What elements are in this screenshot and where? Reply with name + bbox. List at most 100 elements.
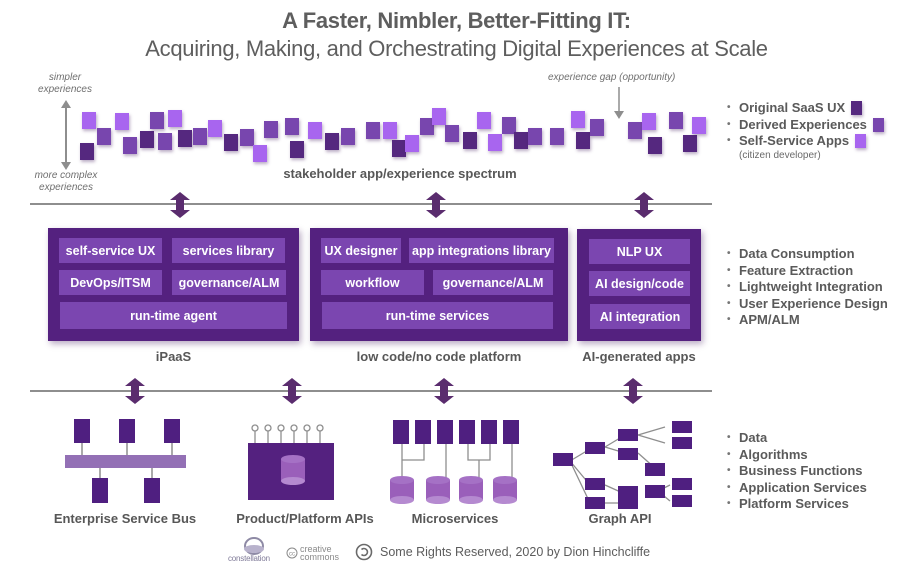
legend-label: Algorithms — [739, 446, 808, 462]
legend-item: •Platform Services — [727, 496, 849, 511]
legend-label: Business Functions — [739, 463, 863, 478]
graph-api-label: Graph API — [588, 511, 652, 526]
chip-self-service-ux: self-service UX — [59, 238, 162, 263]
experience-square-derived — [150, 112, 164, 129]
legend-item-self-service: •Self-Service Apps — [727, 133, 884, 150]
legend-foundation-types: •Data •Algorithms •Business Functions •A… — [727, 430, 867, 513]
cc-line1: creative — [300, 544, 332, 554]
experience-square-derived — [445, 125, 459, 142]
experience-square-original — [683, 135, 697, 152]
legend-label: User Experience Design — [739, 295, 888, 311]
legend-label: Feature Extraction — [739, 262, 854, 278]
experience-square-original — [140, 131, 154, 148]
enterprise-service-bus-label: Enterprise Service Bus — [53, 511, 197, 526]
experience-square-original — [290, 141, 304, 158]
legend-item: •Algorithms — [727, 446, 808, 462]
experience-square-original — [80, 143, 94, 160]
cc-icon: cc — [286, 547, 298, 559]
simpler-experiences-label: simpler experiences — [20, 72, 110, 96]
legend-item-original: •Original SaaS UX — [727, 100, 884, 117]
ai-generated-apps-panel: NLP UX AI design/code AI integration — [577, 229, 701, 341]
experience-square-derived — [550, 128, 564, 145]
axis-bottom-line1: more complex — [34, 170, 98, 181]
bidirectional-arrow-icon — [125, 378, 145, 404]
legend-label: Platform Services — [739, 496, 849, 511]
experience-square-derived — [341, 128, 355, 145]
bidirectional-arrow-icon — [634, 192, 654, 218]
svg-text:cc: cc — [289, 552, 295, 558]
experience-square-self-service — [308, 122, 322, 139]
vertical-double-arrow-icon — [61, 100, 71, 170]
bidirectional-arrow-icon — [282, 378, 302, 404]
chip-governance-alm: governance/ALM — [172, 270, 286, 295]
chip-run-time-services: run-time services — [322, 302, 553, 329]
experience-square-derived — [628, 122, 642, 139]
legend-swatch-derived — [872, 117, 884, 132]
experience-square-self-service — [642, 113, 656, 130]
legend-platform-capabilities: •Data Consumption •Feature Extraction •L… — [727, 246, 888, 329]
ai-generated-apps-label: AI-generated apps — [582, 349, 696, 364]
axis-top-line1: simpler — [48, 72, 82, 83]
chip-ai-design-code: AI design/code — [589, 271, 690, 296]
legend-item: •Feature Extraction — [727, 262, 854, 278]
microservices-illustration — [390, 420, 519, 504]
chip-workflow: workflow — [321, 270, 424, 295]
experience-square-original — [325, 133, 339, 150]
more-complex-experiences-label: more complex experiences — [14, 170, 118, 194]
legend-experience-types: •Original SaaS UX •Derived Experiences •… — [727, 100, 884, 161]
constellation-logo-icon — [244, 537, 264, 555]
experience-square-self-service — [692, 117, 706, 134]
diagram-title: A Faster, Nimbler, Better-Fitting IT: — [282, 8, 631, 33]
bidirectional-arrow-icon — [434, 378, 454, 404]
experience-square-derived — [264, 121, 278, 138]
bidirectional-arrow-icon — [623, 378, 643, 404]
experience-square-self-service — [208, 120, 222, 137]
experience-square-derived — [528, 128, 542, 145]
legend-note: (citizen developer) — [739, 149, 821, 161]
experience-square-self-service — [253, 145, 267, 162]
ipaas-label: iPaaS — [155, 349, 192, 364]
chip-app-integrations-library: app integrations library — [409, 238, 554, 263]
experience-square-self-service — [571, 111, 585, 128]
legend-item: •Data — [727, 430, 768, 445]
experience-square-self-service — [383, 122, 397, 139]
layer-divider-bottom — [30, 390, 712, 392]
experience-square-original — [224, 134, 238, 151]
graph-api-illustration — [553, 421, 692, 509]
legend-item: •Data Consumption — [727, 246, 855, 261]
experience-gap-annotation: experience gap (opportunity) — [548, 72, 676, 83]
chip-devops-itsm: DevOps/ITSM — [59, 270, 162, 295]
chip-run-time-agent: run-time agent — [60, 302, 287, 329]
legend-item: •APM/ALM — [727, 312, 800, 327]
experience-square-derived — [240, 129, 254, 146]
bidirectional-arrow-icon — [170, 192, 190, 218]
microservices-label: Microservices — [411, 511, 499, 526]
creative-commons-text: creative commons — [300, 544, 339, 562]
creative-commons-logo: cc creative commons — [286, 543, 339, 563]
experience-square-derived — [123, 137, 137, 154]
experience-square-derived — [366, 122, 380, 139]
legend-label: Lightweight Integration — [739, 279, 883, 294]
spectrum-caption: stakeholder app/experience spectrum — [283, 166, 517, 181]
experience-square-derived — [590, 119, 604, 136]
chip-services-library: services library — [172, 238, 285, 263]
legend-label: APM/ALM — [739, 312, 800, 327]
experience-square-self-service — [82, 112, 96, 129]
chip-nlp-ux: NLP UX — [589, 239, 690, 264]
chip-ux-designer: UX designer — [321, 238, 401, 263]
legend-label: Application Services — [739, 479, 867, 495]
experience-square-self-service — [488, 134, 502, 151]
experience-square-original — [178, 130, 192, 147]
experience-square-derived — [158, 133, 172, 150]
bidirectional-arrow-icon — [426, 192, 446, 218]
legend-item: •User Experience Design — [727, 295, 888, 311]
legend-swatch-self-service — [855, 134, 867, 149]
low-code-panel: UX designer app integrations library wor… — [310, 228, 568, 341]
rights-notice: Some Rights Reserved, 2020 by Dion Hinch… — [380, 545, 651, 559]
experience-square-original — [648, 137, 662, 154]
experience-square-derived — [285, 118, 299, 135]
experience-square-self-service — [405, 135, 419, 152]
legend-label: Self-Service Apps — [739, 133, 850, 148]
legend-label: Original SaaS UX — [739, 100, 846, 115]
experience-square-derived — [502, 117, 516, 134]
